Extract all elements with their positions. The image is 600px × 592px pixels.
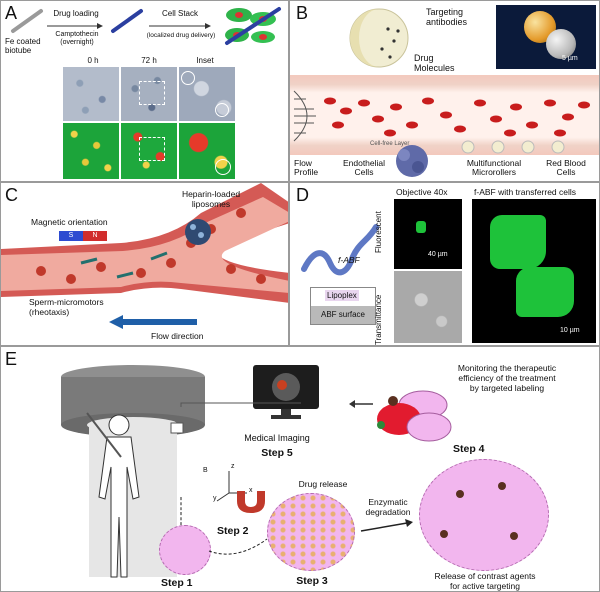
rbc-label: Red Blood Cells <box>546 158 586 177</box>
sem-scale-label: 5 µm <box>562 55 578 62</box>
transmittance-label: Transmittance <box>374 294 383 345</box>
transmittance-image <box>394 271 462 343</box>
col-0h-label: 0 h <box>87 56 99 65</box>
axis-z-label: z <box>231 463 235 470</box>
lipoplex-label: Lipoplex <box>325 290 359 301</box>
flow-direction-arrow <box>109 315 197 329</box>
col-inset-label: Inset <box>196 56 214 65</box>
magnet-icon: S N <box>59 231 107 241</box>
step1-circle <box>159 525 211 575</box>
branched-vessel <box>1 183 288 303</box>
release-label: Release of contrast agents for active ta… <box>434 571 536 591</box>
target-cells <box>377 390 452 442</box>
panel-c-label: C <box>5 185 18 205</box>
panel-d-label: D <box>296 185 309 205</box>
drug-molecules-label: Drug Molecules <box>414 53 455 73</box>
fe-tube-label: Fe coated biotube <box>5 37 41 55</box>
axis-x-label: x <box>249 487 253 494</box>
panel-e-label: E <box>5 349 18 369</box>
cell-stack-label: Cell Stack <box>161 9 198 18</box>
microrollers <box>461 140 565 154</box>
cell-free-layer-label: Cell-free Layer <box>370 141 410 147</box>
cell-stack-illustration <box>225 7 281 45</box>
step2-label: Step 2 <box>217 525 249 537</box>
step4-label: Step 4 <box>453 443 485 455</box>
panel-a: A Fe coated biotube Drug loading Camptot… <box>0 0 289 182</box>
human-figure <box>86 412 140 578</box>
axis-y-label: y <box>213 495 217 502</box>
loaded-biotube-icon <box>111 9 143 33</box>
process-arrow-2 <box>149 23 211 29</box>
sem-image: 5 µm <box>496 5 596 69</box>
monitoring-label: Monitoring the therapeutic efficiency of… <box>457 363 557 393</box>
step1-label: Step 1 <box>161 577 193 589</box>
micro-fluor-0h <box>63 123 119 179</box>
sperm-label: Sperm-micromotors (rheotaxis) <box>29 297 104 317</box>
scale-40-label: 40 µm <box>428 251 448 258</box>
panel-b-label: B <box>296 3 309 23</box>
heparin-label: Heparin-loaded liposomes <box>181 189 241 209</box>
fabf-label: f-ABF <box>338 255 360 265</box>
endothelial-label: Endothelial Cells <box>342 158 386 177</box>
fluorescent-label: Fluorescent <box>374 211 383 253</box>
imaging-arrow <box>349 400 373 408</box>
tumor-icon <box>396 145 428 177</box>
microroller-drug-icon <box>349 8 409 68</box>
abf-helix-icon <box>301 224 379 276</box>
drug-loading-label: Drug loading <box>53 9 99 18</box>
transferred-label: f-ABF with transferred cells <box>474 187 577 197</box>
step4-circle <box>419 459 549 571</box>
micro-brightfield-0h <box>63 67 119 121</box>
enzymatic-arrow <box>360 519 413 532</box>
micro-brightfield-72h <box>121 67 177 121</box>
objective-label: Objective 40x <box>396 187 448 197</box>
step3-circle <box>267 493 355 571</box>
abf-surface-label: ABF surface <box>311 306 375 324</box>
panel-b: B Targeting antibodies Drug Molecules 5 … <box>289 0 600 182</box>
micro-brightfield-inset <box>179 67 235 121</box>
micro-fluor-inset <box>179 123 235 179</box>
liposome-icon <box>185 219 211 245</box>
flow-direction-label: Flow direction <box>151 331 204 341</box>
panel-e: E Medical Imaging Step 5 Monitoring the … <box>0 346 600 592</box>
axis-b-label: B <box>203 467 208 474</box>
medical-imaging-label: Medical Imaging <box>244 433 310 443</box>
panel-a-label: A <box>5 3 18 23</box>
flow-profile-label: Flow Profile <box>294 158 319 177</box>
drug-release-label: Drug release <box>298 479 348 489</box>
col-72h-label: 72 h <box>141 56 157 65</box>
camptothecin-label: Camptothecin (overnight) <box>55 31 99 46</box>
fe-biotube-icon <box>11 9 43 33</box>
microrollers-label: Multifunctional Microrollers <box>466 158 522 177</box>
panel-d: D f-ABF Lipoplex ABF surface Objective 4… <box>289 182 600 346</box>
magnet-south: S <box>59 231 83 241</box>
magnet-icon-e <box>237 491 265 513</box>
lipoplex-box: Lipoplex ABF surface <box>310 287 376 325</box>
step-connectors <box>180 402 301 555</box>
enzymatic-label: Enzymatic degradation <box>365 497 411 517</box>
monitor-icon <box>253 365 319 419</box>
fluorescent-image: 40 µm <box>394 199 462 269</box>
flow-profile-icon <box>293 90 316 142</box>
step3-label: Step 3 <box>296 575 328 587</box>
step5-label: Step 5 <box>261 447 293 459</box>
transferred-image: 10 µm <box>472 199 596 343</box>
magnet-north: N <box>83 231 107 241</box>
panel-c: C Heparin-loaded liposomes Magnetic orie… <box>0 182 289 346</box>
micro-fluor-72h <box>121 123 177 179</box>
red-blood-cells <box>324 97 590 137</box>
localized-label: (localized drug delivery) <box>146 32 216 39</box>
process-arrow-1 <box>47 23 103 29</box>
scale-10-label: 10 µm <box>560 327 580 334</box>
targeting-antibodies-label: Targeting antibodies <box>426 7 468 27</box>
magnetic-label: Magnetic orientation <box>31 217 108 227</box>
